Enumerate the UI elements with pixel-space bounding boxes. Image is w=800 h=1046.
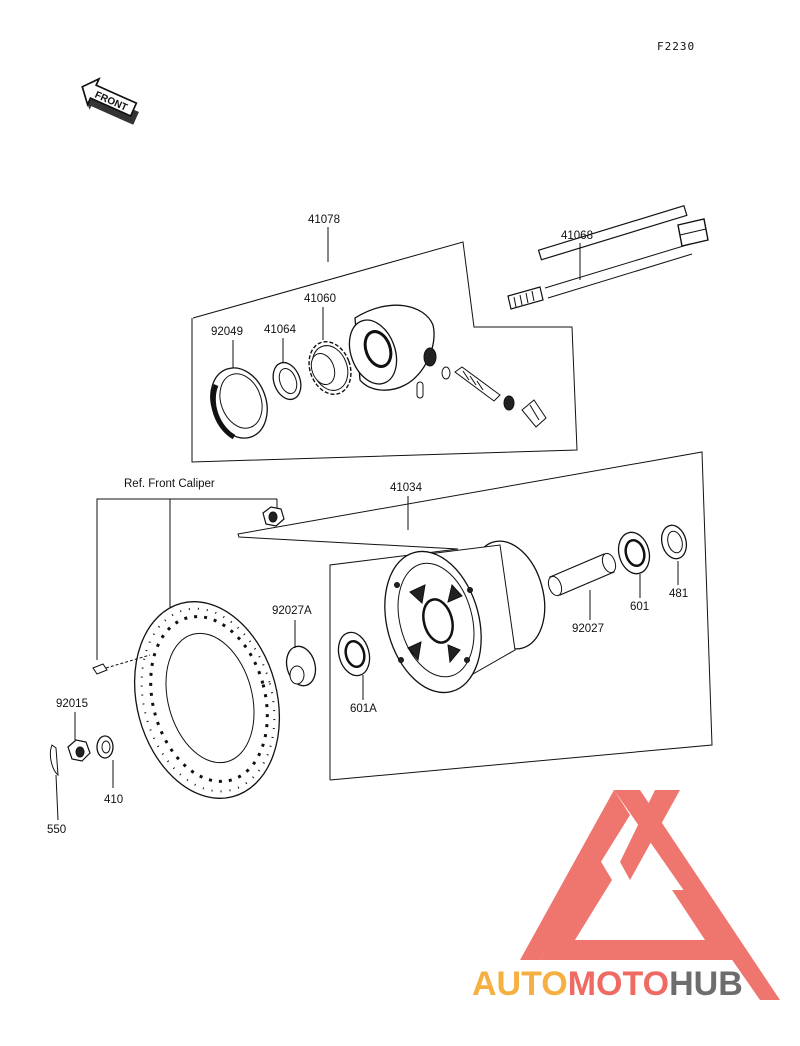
hub-nut — [262, 506, 285, 527]
brake-disc — [133, 601, 281, 799]
castle-nut-92015 — [67, 739, 91, 762]
sprocket-41060 — [308, 341, 352, 395]
label-41078: 41078 — [308, 214, 340, 226]
label-92027A: 92027A — [272, 605, 312, 617]
axle-41068 — [507, 205, 709, 310]
bearing-601 — [617, 531, 651, 575]
oil-seal-92049 — [210, 367, 268, 440]
watermark-logo-icon — [520, 790, 780, 1000]
label-601A: 601A — [350, 703, 377, 715]
label-41034: 41034 — [390, 482, 423, 494]
watermark-text: AUTOMOTOHUB — [472, 965, 743, 1003]
group-41034-bracket — [237, 451, 713, 781]
ref-front-caliper-label: Ref. Front Caliper — [124, 478, 215, 490]
pin — [416, 381, 424, 399]
cotter-pin-550 — [49, 744, 59, 777]
label-92015: 92015 — [56, 698, 88, 710]
label-41064: 41064 — [264, 324, 297, 336]
label-481: 481 — [669, 588, 688, 600]
label-41060: 41060 — [304, 293, 336, 305]
collar-92027A — [285, 645, 317, 687]
circlip-41064 — [272, 361, 302, 401]
washer-410 — [96, 735, 114, 759]
carrier-nut — [521, 399, 547, 428]
spacer-92027 — [547, 552, 617, 597]
sprocket-carrier — [348, 304, 437, 391]
front-arrow-icon: FRONT — [81, 77, 139, 125]
watermark-moto: MOTO — [568, 965, 669, 1003]
watermark-auto: AUTO — [472, 965, 568, 1003]
wheel-hub — [384, 540, 546, 694]
carrier-bolt — [454, 366, 501, 402]
group-41078-bracket — [191, 241, 578, 463]
label-601: 601 — [630, 601, 649, 613]
diagram-code: F2230 — [657, 40, 695, 53]
bearing-601A — [337, 631, 371, 677]
disc-bolt — [92, 654, 151, 675]
label-92049: 92049 — [211, 326, 243, 338]
circlip-481 — [660, 524, 688, 560]
label-41068: 41068 — [561, 230, 593, 242]
label-410: 410 — [104, 794, 123, 806]
label-550: 550 — [47, 824, 66, 836]
watermark-hub: HUB — [669, 965, 743, 1003]
collar — [503, 395, 515, 411]
label-92027: 92027 — [572, 623, 604, 635]
washer — [441, 366, 451, 380]
